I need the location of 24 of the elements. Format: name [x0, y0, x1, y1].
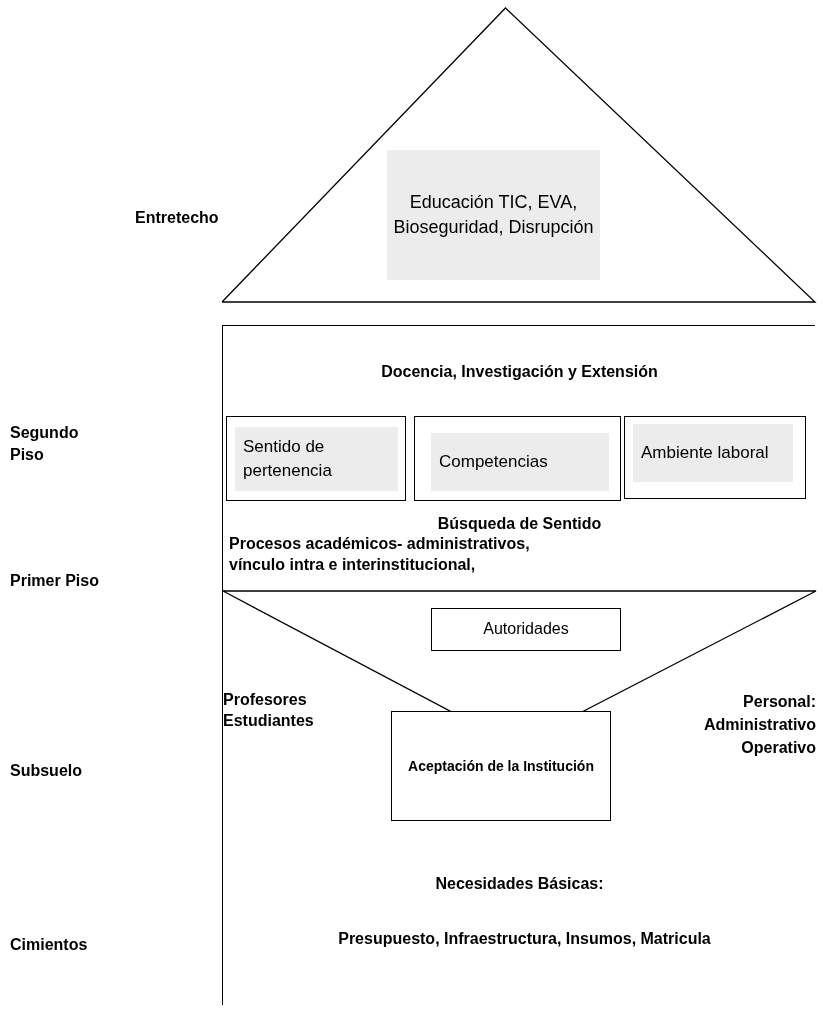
floor-text: Procesos académicos- administrativos, vínculo intra e interinstitucional, [229, 534, 531, 575]
outline-box [414, 416, 621, 501]
floor-name: Subsuelo [10, 761, 83, 781]
box-label: Competencias [439, 451, 549, 474]
floor-name: Segundo Piso [10, 423, 80, 465]
box-label: Aceptación de la Institución [407, 756, 595, 776]
floor-text: Personal: Administrativo Operativo [703, 692, 816, 759]
floor-name: Cimientos [10, 935, 89, 955]
house-outline [222, 325, 815, 1005]
floor-name: Entretecho [135, 208, 220, 228]
outline-box [624, 416, 806, 499]
box-label: Educación TIC, EVA, Bioseguridad, Disrupción [393, 190, 594, 239]
floor-text: Búsqueda de Sentido [436, 514, 603, 534]
floor-name: Primer Piso [10, 571, 100, 591]
floor-text: Docencia, Investigación y Extensión [380, 362, 659, 382]
outline-box [391, 711, 611, 821]
outline-box [226, 416, 406, 501]
floor-text: Profesores Estudiantes [223, 690, 315, 731]
floor-text: Presupuesto, Infraestructura, Insumos, Matricula [337, 929, 712, 949]
box-label: Ambiente laboral [641, 442, 770, 465]
box-label: Sentido de pertenencia [243, 436, 333, 482]
box-label: Autoridades [482, 619, 570, 640]
outline-box [431, 608, 621, 651]
floor-text: Necesidades Básicas: [434, 874, 605, 894]
